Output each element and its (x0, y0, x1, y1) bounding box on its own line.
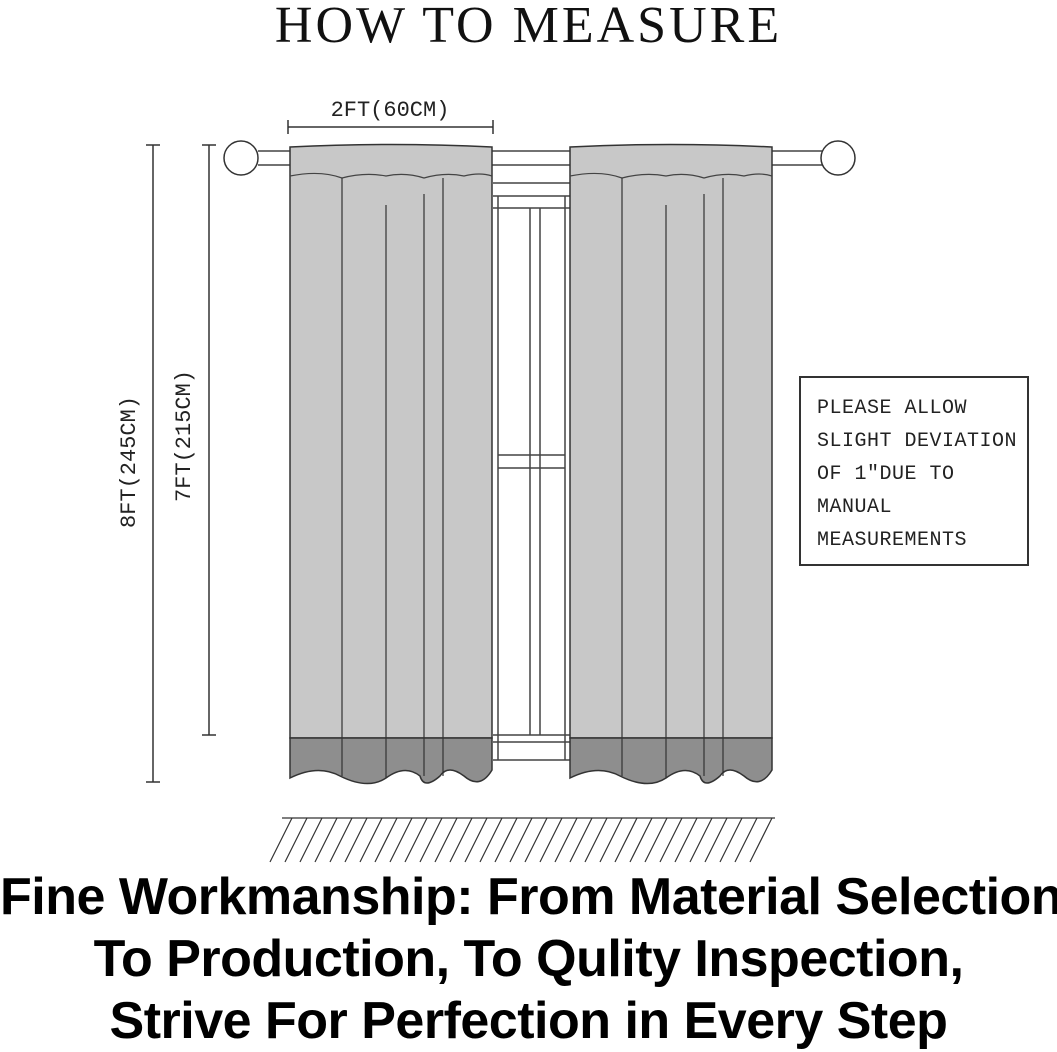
note-line: MANUAL (817, 496, 893, 519)
curtain-panel-left (289, 143, 493, 785)
hatch-line (449, 817, 473, 863)
hatch-line (629, 817, 653, 863)
note-line: PLEASE ALLOW (817, 397, 968, 420)
tagline-line: Strive For Perfection in Every Step (109, 992, 948, 1050)
hatch-line (734, 817, 758, 863)
floor-hatching (269, 817, 775, 863)
note-line: OF 1″DUE TO (817, 463, 955, 486)
hatch-line (569, 817, 593, 863)
tagline: Fine Workmanship: From Material Selectio… (0, 866, 1057, 1052)
hatch-line (329, 817, 353, 863)
outer-height-label: 8FT(245CM) (117, 396, 142, 528)
hatch-line (614, 817, 638, 863)
width-label: 2FT(60CM) (331, 98, 450, 123)
hatch-line (284, 817, 308, 863)
hatch-line (674, 817, 698, 863)
width-dimension: 2FT(60CM) (287, 98, 494, 134)
rod-finial-right (820, 140, 856, 176)
hatch-line (344, 817, 368, 863)
hatch-line (584, 817, 608, 863)
hatch-line (434, 817, 458, 863)
hatch-line (719, 817, 743, 863)
hatch-line (374, 817, 398, 863)
hatch-line (539, 817, 563, 863)
deviation-note: PLEASE ALLOW SLIGHT DEVIATION OF 1″DUE T… (799, 376, 1029, 566)
tagline-line: Fine Workmanship: From Material Selectio… (0, 868, 1057, 926)
hatch-line (419, 817, 443, 863)
inner-height-dimension: 7FT(215CM) (172, 144, 216, 736)
hatch-line (689, 817, 713, 863)
note-line: MEASUREMENTS (817, 529, 968, 552)
hatch-line (464, 817, 488, 863)
inner-height-label: 7FT(215CM) (172, 370, 197, 502)
hatch-line (479, 817, 503, 863)
hatch-line (704, 817, 728, 863)
window-frame (493, 182, 570, 761)
rod-finial-left (223, 140, 259, 176)
hatch-line (404, 817, 428, 863)
hatch-line (659, 817, 683, 863)
hatch-line (554, 817, 578, 863)
hatch-line (314, 817, 338, 863)
note-line: SLIGHT DEVIATION (817, 430, 1018, 453)
hatch-line (269, 817, 293, 863)
hatch-line (494, 817, 518, 863)
hatch-line (749, 817, 773, 863)
hatch-line (644, 817, 668, 863)
tagline-line: To Production, To Qulity Inspection, (93, 930, 964, 988)
page-title: HOW TO MEASURE (274, 0, 783, 54)
outer-height-dimension: 8FT(245CM) (117, 144, 160, 783)
hatch-line (509, 817, 533, 863)
hatch-line (524, 817, 548, 863)
hatch-line (359, 817, 383, 863)
hatch-line (389, 817, 413, 863)
hatch-line (299, 817, 323, 863)
curtain-panel-right (569, 143, 773, 785)
hatch-line (599, 817, 623, 863)
